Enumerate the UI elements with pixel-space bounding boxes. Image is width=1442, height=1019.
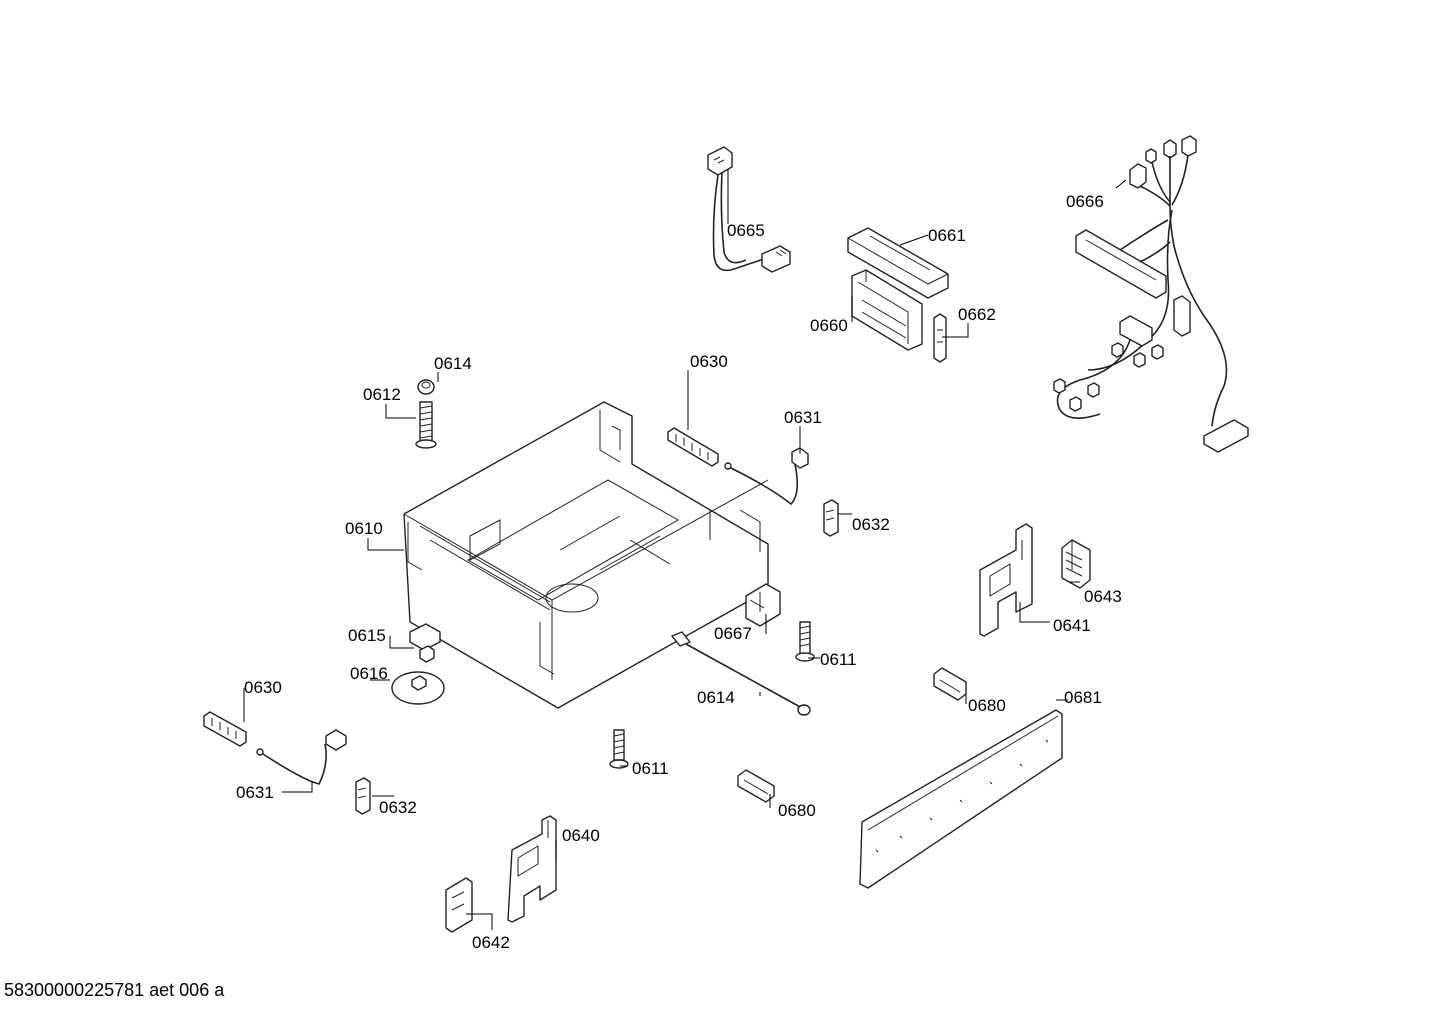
part-labels: 0665 0661 0660 0662 0666 0614 0612 0630 … <box>236 192 1122 952</box>
part-0632-clip-upper <box>823 499 839 537</box>
label-0615: 0615 <box>348 626 386 645</box>
part-0615-switch <box>409 623 441 663</box>
document-id: 58300000225781 aet 006 a <box>4 980 225 1000</box>
part-0667-module <box>745 583 781 627</box>
part-0643-holder <box>1061 539 1091 589</box>
label-0661: 0661 <box>928 226 966 245</box>
part-0630-rail-lower <box>203 711 247 747</box>
label-0680-lower: 0680 <box>778 801 816 820</box>
part-0640-bracket <box>507 815 557 923</box>
part-0616-float-disc <box>391 671 445 705</box>
part-0680-bracket-lower <box>737 769 775 803</box>
label-0666: 0666 <box>1066 192 1104 211</box>
label-0611-lower: 0611 <box>632 759 669 778</box>
part-0614-rod <box>671 631 811 716</box>
part-0631-cable-lower <box>256 729 347 785</box>
part-0666-wiring-harness <box>1053 135 1249 453</box>
part-0632-clip-lower <box>355 777 371 815</box>
part-0611-foot-upper <box>795 621 815 662</box>
label-0681: 0681 <box>1064 688 1102 707</box>
label-0632-upper: 0632 <box>852 515 890 534</box>
label-0614-rod: 0614 <box>697 688 735 707</box>
part-0614-knob <box>417 379 435 395</box>
label-0611-upper: 0611 <box>820 650 857 669</box>
label-0662: 0662 <box>958 305 996 324</box>
part-0642-bracket <box>445 877 473 933</box>
label-0631-upper: 0631 <box>784 408 822 427</box>
part-0641-bracket <box>979 523 1033 637</box>
part-0680-bracket-upper <box>933 667 967 701</box>
label-0667: 0667 <box>714 624 752 643</box>
label-0632-lower: 0632 <box>379 798 417 817</box>
part-0631-cable-upper <box>724 447 809 506</box>
part-0661-cover <box>847 227 949 299</box>
label-0612: 0612 <box>363 385 401 404</box>
part-0630-rail-upper <box>667 427 719 467</box>
label-0665: 0665 <box>727 221 765 240</box>
label-0631-lower: 0631 <box>236 783 274 802</box>
label-0630-upper: 0630 <box>690 352 728 371</box>
part-0681-plinth <box>859 709 1063 889</box>
label-0614-top: 0614 <box>434 354 472 373</box>
label-0610: 0610 <box>345 519 383 538</box>
part-0610-base-frame <box>403 401 769 709</box>
label-0630-lower: 0630 <box>244 678 282 697</box>
label-0680-upper: 0680 <box>968 696 1006 715</box>
label-0642: 0642 <box>472 933 510 952</box>
part-0612-foot-screw <box>415 401 437 449</box>
part-0662-bracket <box>933 313 947 363</box>
label-0640: 0640 <box>562 826 600 845</box>
leader-lines <box>243 169 1127 930</box>
label-0643: 0643 <box>1084 587 1122 606</box>
label-0641: 0641 <box>1053 616 1091 635</box>
part-0611-foot-lower <box>609 729 629 769</box>
label-0616: 0616 <box>350 664 388 683</box>
label-0660: 0660 <box>810 316 848 335</box>
part-0665-power-cord <box>707 146 791 273</box>
